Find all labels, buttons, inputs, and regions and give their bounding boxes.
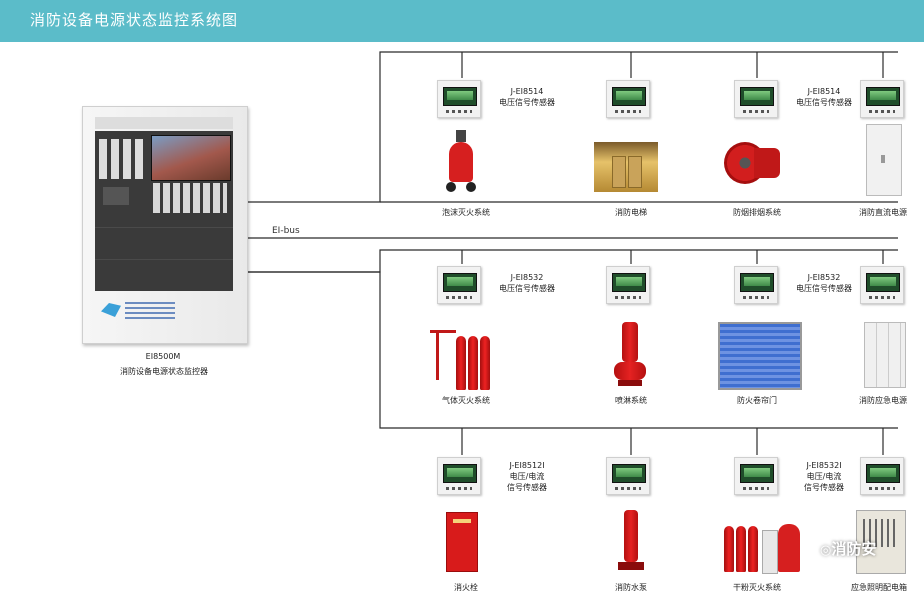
sensor-module <box>437 266 481 304</box>
sensor-model-label: J-EI8532 电压信号传感器 <box>796 273 852 293</box>
dc-power-cabinet-image <box>866 124 902 196</box>
sensor-model-label: J-EI8514 电压信号传感器 <box>499 87 555 107</box>
foam-extinguisher-image <box>446 128 476 192</box>
row1-feed-wire <box>246 51 898 203</box>
controller-cabinet <box>82 106 248 344</box>
sensor-model-label: J-EI8532I 电压/电流 信号传感器 <box>804 461 844 492</box>
emergency-power-cabinet-image <box>864 322 906 388</box>
sensor-module <box>606 457 650 495</box>
device-caption: 气体灭火系统 <box>442 396 490 405</box>
row2-feed-wire <box>246 249 898 273</box>
row3-feed-wire <box>246 271 898 429</box>
printer-slot <box>103 187 129 205</box>
device-caption: 防火卷帘门 <box>737 396 777 405</box>
sensor-module <box>606 266 650 304</box>
device-caption: 喷淋系统 <box>615 396 647 405</box>
sensor-model-label: J-EI8532 电压信号传感器 <box>499 273 555 293</box>
device-caption: 消防水泵 <box>615 583 647 592</box>
title-banner: 消防设备电源状态监控系统图 <box>0 0 924 42</box>
wechat-icon: ◎ <box>820 543 832 558</box>
controller-name: 消防设备电源状态监控器 <box>120 367 208 376</box>
device-caption: 应急照明配电箱 <box>851 583 907 592</box>
diagram-title: 消防设备电源状态监控系统图 <box>30 11 239 29</box>
watermark: ◎消防安 <box>820 540 877 558</box>
dry-powder-system-image <box>722 516 800 574</box>
emergency-lighting-panel-image <box>856 510 906 574</box>
device-caption: 泡沫灭火系统 <box>442 208 490 217</box>
panel-divider <box>95 259 233 260</box>
controller-model: EI8500M <box>145 352 181 361</box>
sensor-module <box>734 457 778 495</box>
keypad <box>153 183 227 213</box>
sensor-module <box>860 80 904 118</box>
bus-label: EI-bus <box>272 226 300 236</box>
fire-hydrant-cabinet-image <box>446 512 478 572</box>
device-caption: 消防直流电源 <box>859 208 907 217</box>
sprinkler-pump-image <box>614 322 646 388</box>
device-caption: 防烟排烟系统 <box>733 208 781 217</box>
device-caption: 干粉灭火系统 <box>733 583 781 592</box>
smoke-exhaust-fan-image <box>724 138 780 188</box>
sensor-module <box>734 266 778 304</box>
sensor-model-label: J-EI8512I 电压/电流 信号传感器 <box>507 461 547 492</box>
brand-text-block <box>125 302 175 322</box>
controller-front-panel <box>95 131 233 291</box>
fire-shutter-door-image <box>718 322 802 390</box>
gas-suppression-cylinders-image <box>426 322 492 390</box>
sensor-module <box>606 80 650 118</box>
sensor-module <box>437 80 481 118</box>
sensor-module <box>734 80 778 118</box>
sensor-module <box>860 266 904 304</box>
controller-top-strip <box>95 117 233 129</box>
device-caption: 消火栓 <box>454 583 478 592</box>
brand-logo-icon <box>101 303 121 317</box>
indicator-buttons <box>99 139 147 179</box>
device-caption: 消防电梯 <box>615 208 647 217</box>
fire-elevator-image <box>594 142 658 192</box>
controller-screen <box>151 135 231 181</box>
sensor-module <box>437 457 481 495</box>
sensor-module <box>860 457 904 495</box>
panel-divider <box>95 227 233 228</box>
fire-water-pump-image <box>618 510 644 572</box>
sensor-model-label: J-EI8514 电压信号传感器 <box>796 87 852 107</box>
device-caption: 消防应急电源 <box>859 396 907 405</box>
